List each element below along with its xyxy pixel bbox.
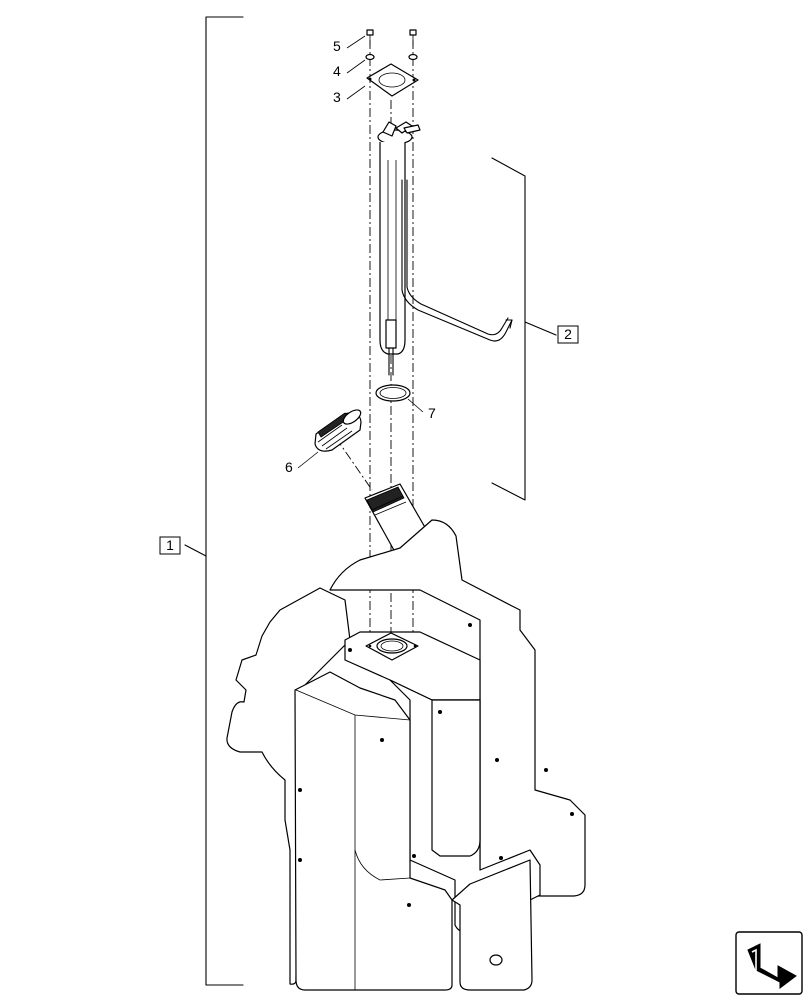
callout-1[interactable]: 1 <box>159 536 181 555</box>
callout-4-label: 4 <box>333 63 341 79</box>
callout-7-label: 7 <box>428 405 436 421</box>
callout-2[interactable]: 2 <box>557 325 579 344</box>
callout-3: 3 <box>333 85 366 105</box>
o-ring-7 <box>375 384 411 402</box>
callout-5-label: 5 <box>333 38 341 54</box>
callout-7: 7 <box>407 398 436 421</box>
assembly-bracket-1 <box>184 16 244 986</box>
callout-4: 4 <box>333 59 366 79</box>
filler-cap-6 <box>314 409 362 452</box>
washer-4 <box>365 53 418 61</box>
callout-3-label: 3 <box>333 89 341 105</box>
sender-bracket-2 <box>491 157 557 501</box>
callout-6: 6 <box>285 451 319 475</box>
gasket-plate-3 <box>366 63 419 97</box>
callout-2-label: 2 <box>564 326 572 342</box>
callout-1-label: 1 <box>166 537 174 553</box>
screw-5 <box>366 29 417 46</box>
callout-5: 5 <box>333 35 366 54</box>
fuel-tank-body <box>226 483 586 991</box>
fuel-level-sender <box>377 121 513 376</box>
forward-arrow-icon[interactable] <box>735 931 803 995</box>
callout-6-label: 6 <box>285 459 293 475</box>
